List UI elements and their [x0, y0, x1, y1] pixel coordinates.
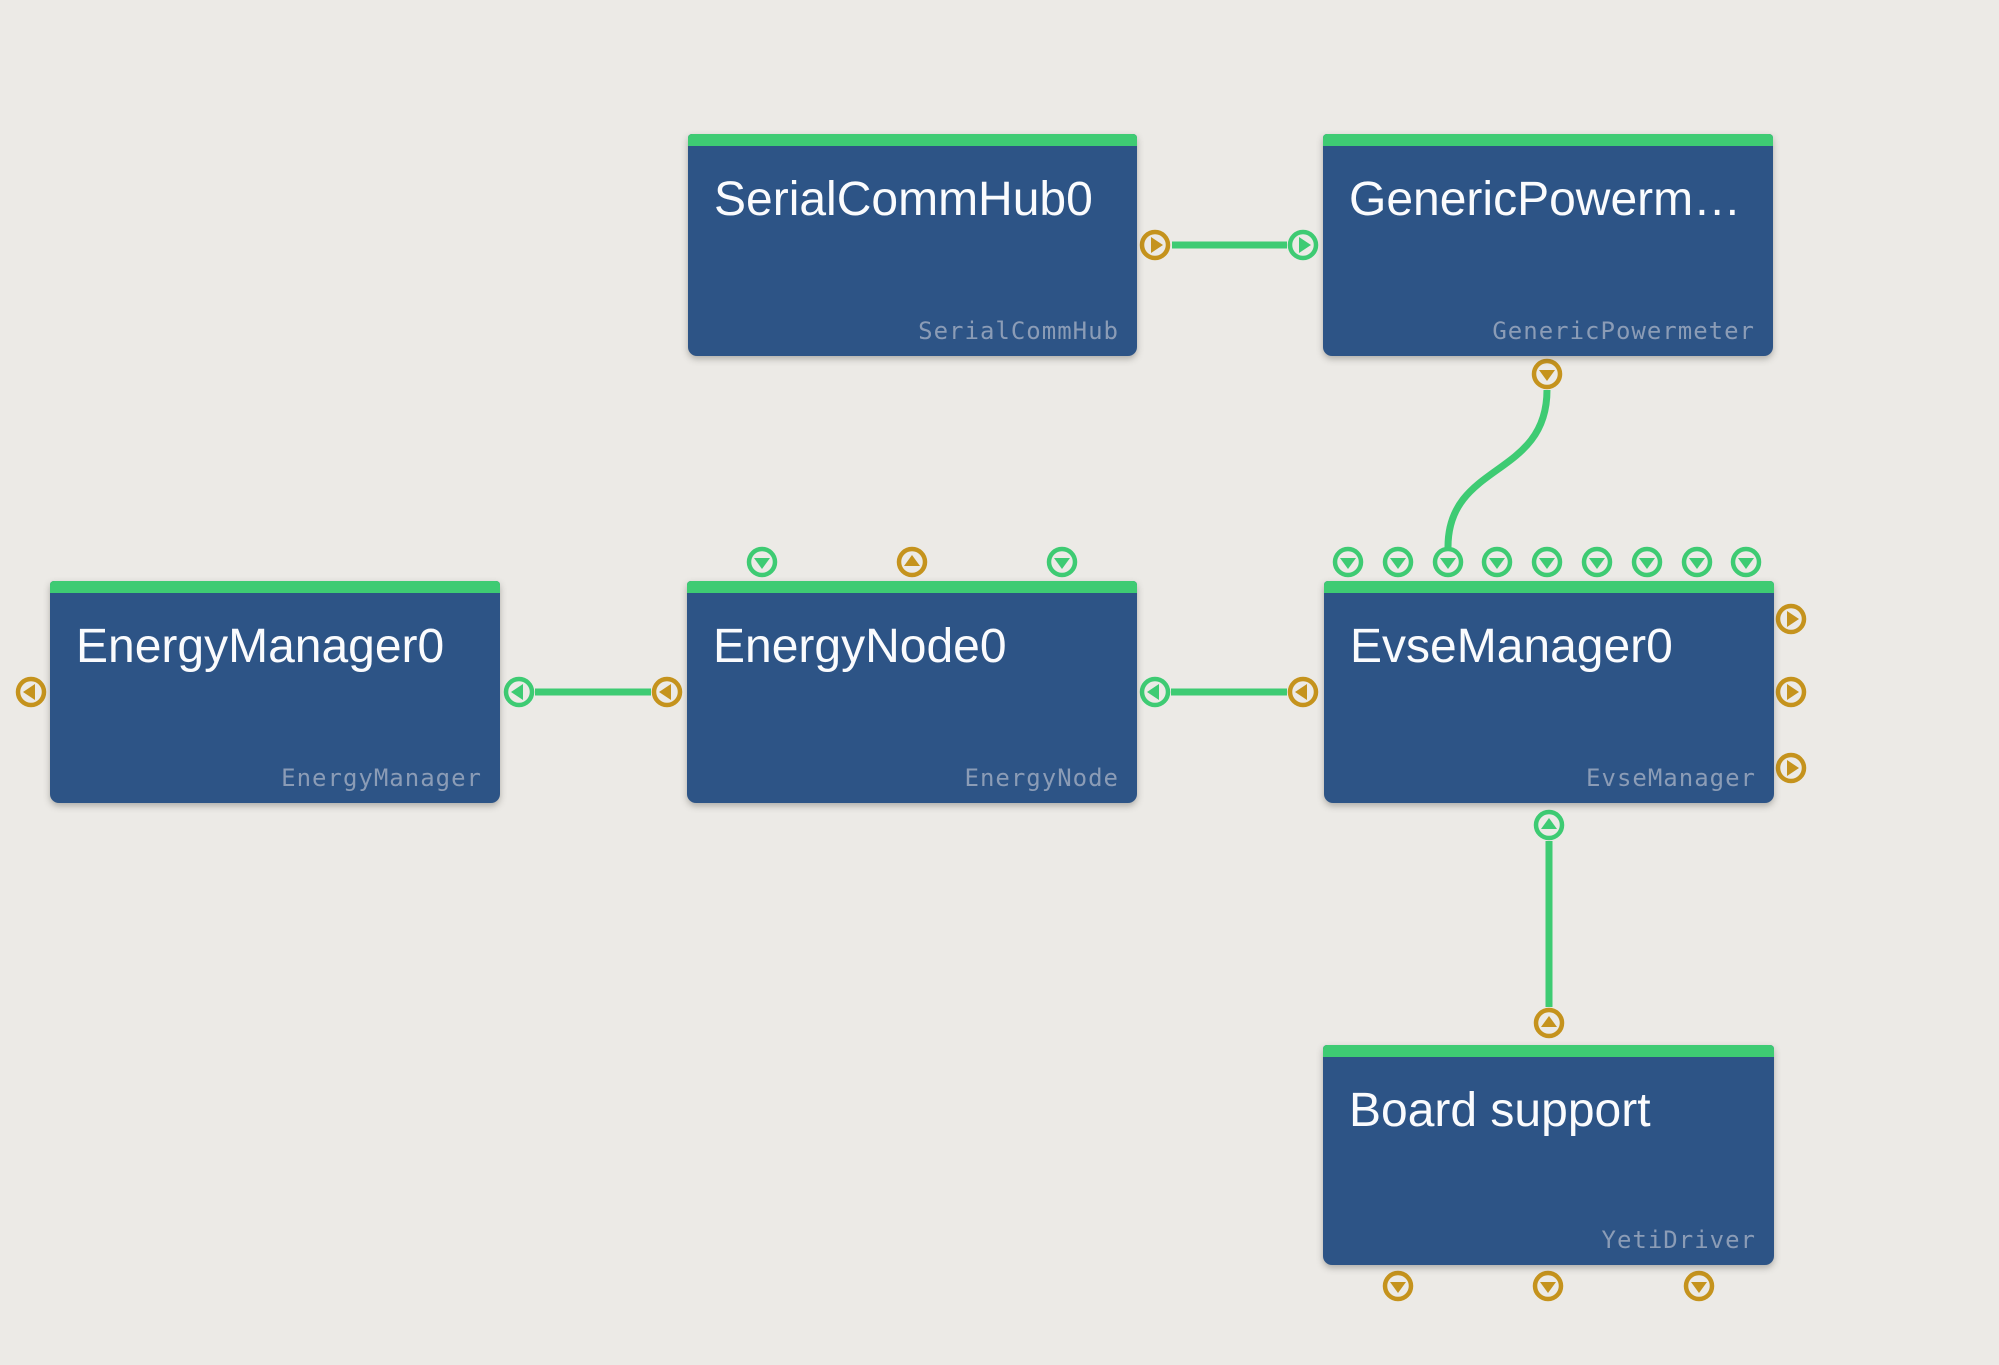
port-arrow-up-icon: [1541, 818, 1557, 829]
port-arrow-right-icon: [1299, 237, 1311, 253]
node-type-label: EnergyManager: [281, 764, 482, 792]
port-evsemanager0-down-6[interactable]: [1631, 546, 1663, 578]
port-arrow-down-icon: [1390, 1282, 1406, 1293]
port-genericpowermeter0-right-0[interactable]: [1287, 229, 1319, 261]
port-evsemanager0-left-9[interactable]: [1287, 676, 1319, 708]
port-arrow-down-icon: [1340, 558, 1356, 569]
port-arrow-right-icon: [1787, 684, 1799, 700]
port-arrow-down-icon: [1639, 558, 1655, 569]
node-accent-bar: [1323, 134, 1773, 146]
port-arrow-down-icon: [1489, 558, 1505, 569]
port-arrow-down-icon: [1539, 370, 1555, 381]
port-evsemanager0-down-8[interactable]: [1730, 546, 1762, 578]
node-type-label: YetiDriver: [1601, 1226, 1756, 1254]
node-type-label: EnergyNode: [964, 764, 1119, 792]
node-accent-bar: [1323, 1045, 1774, 1057]
node-genericpowermeter0[interactable]: GenericPowerm… GenericPowermeter: [1323, 134, 1773, 356]
port-arrow-left-icon: [1147, 684, 1159, 700]
port-arrow-down-icon: [1054, 558, 1070, 569]
node-type-label: SerialCommHub: [918, 317, 1119, 345]
port-arrow-up-icon: [1541, 1016, 1557, 1027]
port-arrow-left-icon: [23, 684, 35, 700]
port-arrow-down-icon: [754, 558, 770, 569]
node-type-label: GenericPowermeter: [1492, 317, 1755, 345]
port-boardsupport-down-1[interactable]: [1382, 1270, 1414, 1302]
port-arrow-up-icon: [904, 555, 920, 566]
port-arrow-left-icon: [511, 684, 523, 700]
port-energynode0-left-3[interactable]: [651, 676, 683, 708]
port-arrow-right-icon: [1151, 237, 1163, 253]
node-type-label: EvseManager: [1586, 764, 1756, 792]
node-accent-bar: [1324, 581, 1774, 593]
node-accent-bar: [688, 134, 1137, 146]
port-evsemanager0-right-10[interactable]: [1775, 603, 1807, 635]
node-title: EnergyManager0: [76, 620, 445, 673]
node-title: EvseManager0: [1350, 620, 1673, 673]
port-arrow-right-icon: [1787, 760, 1799, 776]
port-arrow-down-icon: [1589, 558, 1605, 569]
port-evsemanager0-down-1[interactable]: [1382, 546, 1414, 578]
port-arrow-down-icon: [1689, 558, 1705, 569]
node-accent-bar: [50, 581, 500, 593]
port-arrow-down-icon: [1390, 558, 1406, 569]
node-title: GenericPowerm…: [1349, 173, 1742, 226]
port-energynode0-up-1[interactable]: [896, 546, 928, 578]
port-evsemanager0-right-11[interactable]: [1775, 676, 1807, 708]
port-arrow-down-icon: [1691, 1282, 1707, 1293]
port-evsemanager0-right-12[interactable]: [1775, 752, 1807, 784]
port-boardsupport-up-0[interactable]: [1533, 1007, 1565, 1039]
port-arrow-left-icon: [1295, 684, 1307, 700]
port-evsemanager0-down-2[interactable]: [1432, 546, 1464, 578]
port-energymanager0-left-1[interactable]: [503, 676, 535, 708]
port-energynode0-left-4[interactable]: [1139, 676, 1171, 708]
port-arrow-right-icon: [1787, 611, 1799, 627]
node-title: SerialCommHub0: [714, 173, 1093, 226]
port-arrow-down-icon: [1440, 558, 1456, 569]
port-evsemanager0-down-4[interactable]: [1531, 546, 1563, 578]
node-title: EnergyNode0: [713, 620, 1007, 673]
port-energynode0-down-0[interactable]: [746, 546, 778, 578]
node-title: Board support: [1349, 1084, 1651, 1137]
port-boardsupport-down-2[interactable]: [1532, 1270, 1564, 1302]
port-energynode0-down-2[interactable]: [1046, 546, 1078, 578]
port-boardsupport-down-3[interactable]: [1683, 1270, 1715, 1302]
port-genericpowermeter0-down-1[interactable]: [1531, 358, 1563, 390]
node-accent-bar: [687, 581, 1137, 593]
port-arrow-down-icon: [1539, 558, 1555, 569]
port-energymanager0-left-0[interactable]: [15, 676, 47, 708]
port-arrow-left-icon: [659, 684, 671, 700]
port-evsemanager0-up-13[interactable]: [1533, 809, 1565, 841]
port-arrow-down-icon: [1738, 558, 1754, 569]
port-evsemanager0-down-7[interactable]: [1681, 546, 1713, 578]
wire-genericpowermeter0-to-evsemanager0[interactable]: [1444, 389, 1551, 548]
port-evsemanager0-down-0[interactable]: [1332, 546, 1364, 578]
port-arrow-down-icon: [1540, 1282, 1556, 1293]
port-evsemanager0-down-5[interactable]: [1581, 546, 1613, 578]
port-serialcommhub0-right-0[interactable]: [1139, 229, 1171, 261]
port-evsemanager0-down-3[interactable]: [1481, 546, 1513, 578]
